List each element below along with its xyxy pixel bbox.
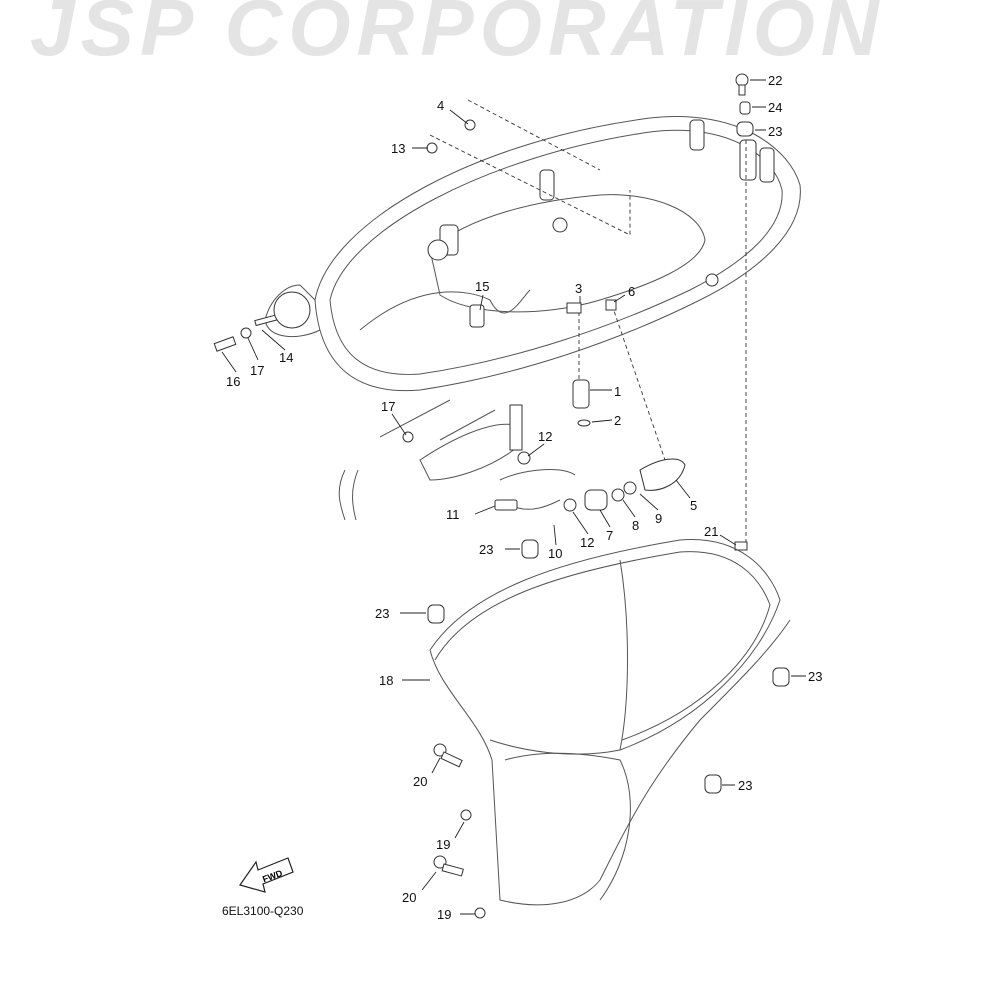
callout-12-lower: 12 bbox=[580, 535, 594, 550]
callout-7: 7 bbox=[606, 528, 613, 543]
callout-1: 1 bbox=[614, 384, 621, 399]
fwd-arrow-icon: FWD bbox=[239, 857, 294, 893]
callout-2: 2 bbox=[614, 413, 621, 428]
callout-17-linkage: 17 bbox=[381, 399, 395, 414]
callout-23-c: 23 bbox=[808, 669, 822, 684]
callout-23-d: 23 bbox=[738, 778, 752, 793]
callout-12: 12 bbox=[538, 429, 552, 444]
callout-22: 22 bbox=[768, 73, 782, 88]
diagram-code: 6EL3100-Q230 bbox=[222, 904, 304, 918]
callout-15: 15 bbox=[475, 279, 489, 294]
callout-labels: 22 24 23 4 13 15 3 6 14 16 17 1 2 17 12 … bbox=[226, 73, 822, 922]
callout-20-b: 20 bbox=[402, 890, 416, 905]
callout-23-b: 23 bbox=[375, 606, 389, 621]
callout-20-a: 20 bbox=[413, 774, 427, 789]
callout-11: 11 bbox=[446, 507, 460, 522]
callout-8: 8 bbox=[632, 518, 639, 533]
callout-18: 18 bbox=[379, 673, 393, 688]
watermark: JSP CORPORATION bbox=[30, 0, 885, 72]
leader-lines bbox=[221, 79, 806, 915]
callout-13: 13 bbox=[391, 141, 405, 156]
callout-21: 21 bbox=[704, 524, 718, 539]
linkage-assembly bbox=[338, 399, 576, 521]
callout-14: 14 bbox=[279, 350, 293, 365]
callout-6: 6 bbox=[628, 284, 635, 299]
callout-3: 3 bbox=[575, 281, 582, 296]
callout-23: 23 bbox=[768, 124, 782, 139]
lower-apron bbox=[429, 539, 791, 906]
callout-10: 10 bbox=[548, 546, 562, 561]
small-parts bbox=[213, 73, 790, 919]
callout-9: 9 bbox=[655, 511, 662, 526]
callout-5: 5 bbox=[690, 498, 697, 513]
callout-24: 24 bbox=[768, 100, 782, 115]
callout-19-a: 19 bbox=[436, 837, 450, 852]
bottom-cowling bbox=[264, 116, 801, 392]
callout-17: 17 bbox=[250, 363, 264, 378]
callout-16: 16 bbox=[226, 374, 240, 389]
callout-23-a: 23 bbox=[479, 542, 493, 557]
callout-4: 4 bbox=[437, 98, 444, 113]
callout-19-b: 19 bbox=[437, 907, 451, 922]
